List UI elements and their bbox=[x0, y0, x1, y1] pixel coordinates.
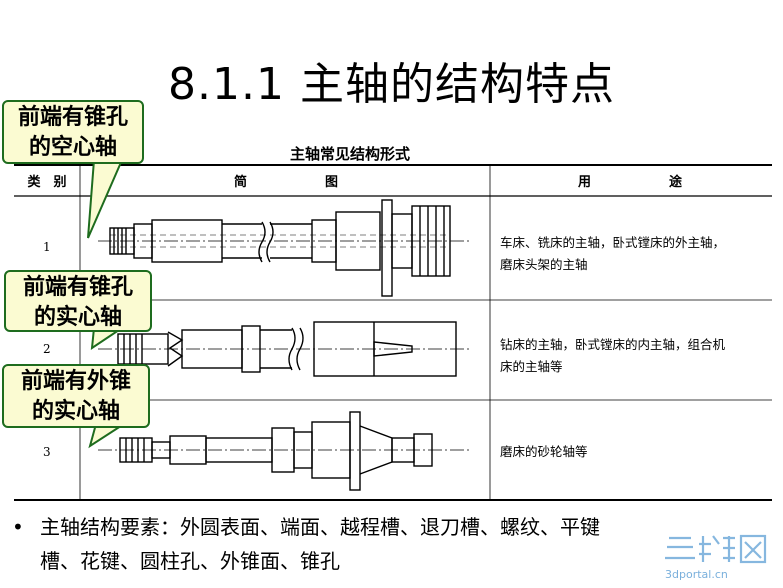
hollow-spindle-drawing bbox=[98, 199, 470, 297]
row-number: 3 bbox=[43, 445, 51, 459]
callout-line: 前端有锥孔 bbox=[22, 274, 133, 300]
usage-line: 磨床的砂轮轴等 bbox=[500, 444, 588, 459]
header-sketch: 简 图 bbox=[234, 174, 338, 190]
usage-line: 车床、铣床的主轴，卧式镗床的外主轴， bbox=[500, 235, 726, 250]
callout-line: 的空心轴 bbox=[28, 134, 117, 160]
watermark-logo: 3dportal.cn bbox=[665, 534, 767, 581]
callout-solid-spindle-taper-bore: 前端有锥孔 的实心轴 bbox=[4, 270, 152, 332]
usage-line: 床的主轴等 bbox=[500, 359, 563, 374]
header-type: 类 别 bbox=[27, 174, 66, 190]
row-number: 1 bbox=[43, 240, 51, 254]
spindle-elements-note: • 主轴结构要素：外圆表面、端面、越程槽、退刀槽、螺纹、平键 槽、花键、圆柱孔、外… bbox=[12, 510, 772, 578]
callout-line: 前端有锥孔 bbox=[17, 104, 128, 130]
note-line: 主轴结构要素：外圆表面、端面、越程槽、退刀槽、螺纹、平键 bbox=[40, 515, 600, 539]
slide-title: 8.1.1 主轴的结构特点 bbox=[168, 59, 615, 110]
solid-spindle-external-taper-drawing bbox=[98, 411, 470, 491]
callout-hollow-spindle: 前端有锥孔 的空心轴 bbox=[2, 100, 144, 164]
svg-text:3dportal.cn: 3dportal.cn bbox=[665, 568, 728, 581]
usage-line: 磨床头架的主轴 bbox=[500, 257, 588, 272]
bullet: • bbox=[12, 515, 24, 539]
callout-line: 的实心轴 bbox=[31, 398, 120, 424]
row-number: 2 bbox=[43, 342, 51, 356]
usage-line: 钻床的主轴，卧式镗床的内主轴，组合机 bbox=[500, 337, 726, 352]
callout-solid-spindle-external-taper: 前端有外锥 的实心轴 bbox=[2, 364, 150, 428]
table-caption: 主轴常见结构形式 bbox=[290, 145, 411, 163]
header-use: 用 途 bbox=[577, 174, 683, 190]
callout-line: 前端有外锥 bbox=[20, 368, 131, 394]
callout-line: 的实心轴 bbox=[33, 304, 122, 330]
note-line: 槽、花键、圆柱孔、外锥面、锥孔 bbox=[40, 549, 340, 573]
